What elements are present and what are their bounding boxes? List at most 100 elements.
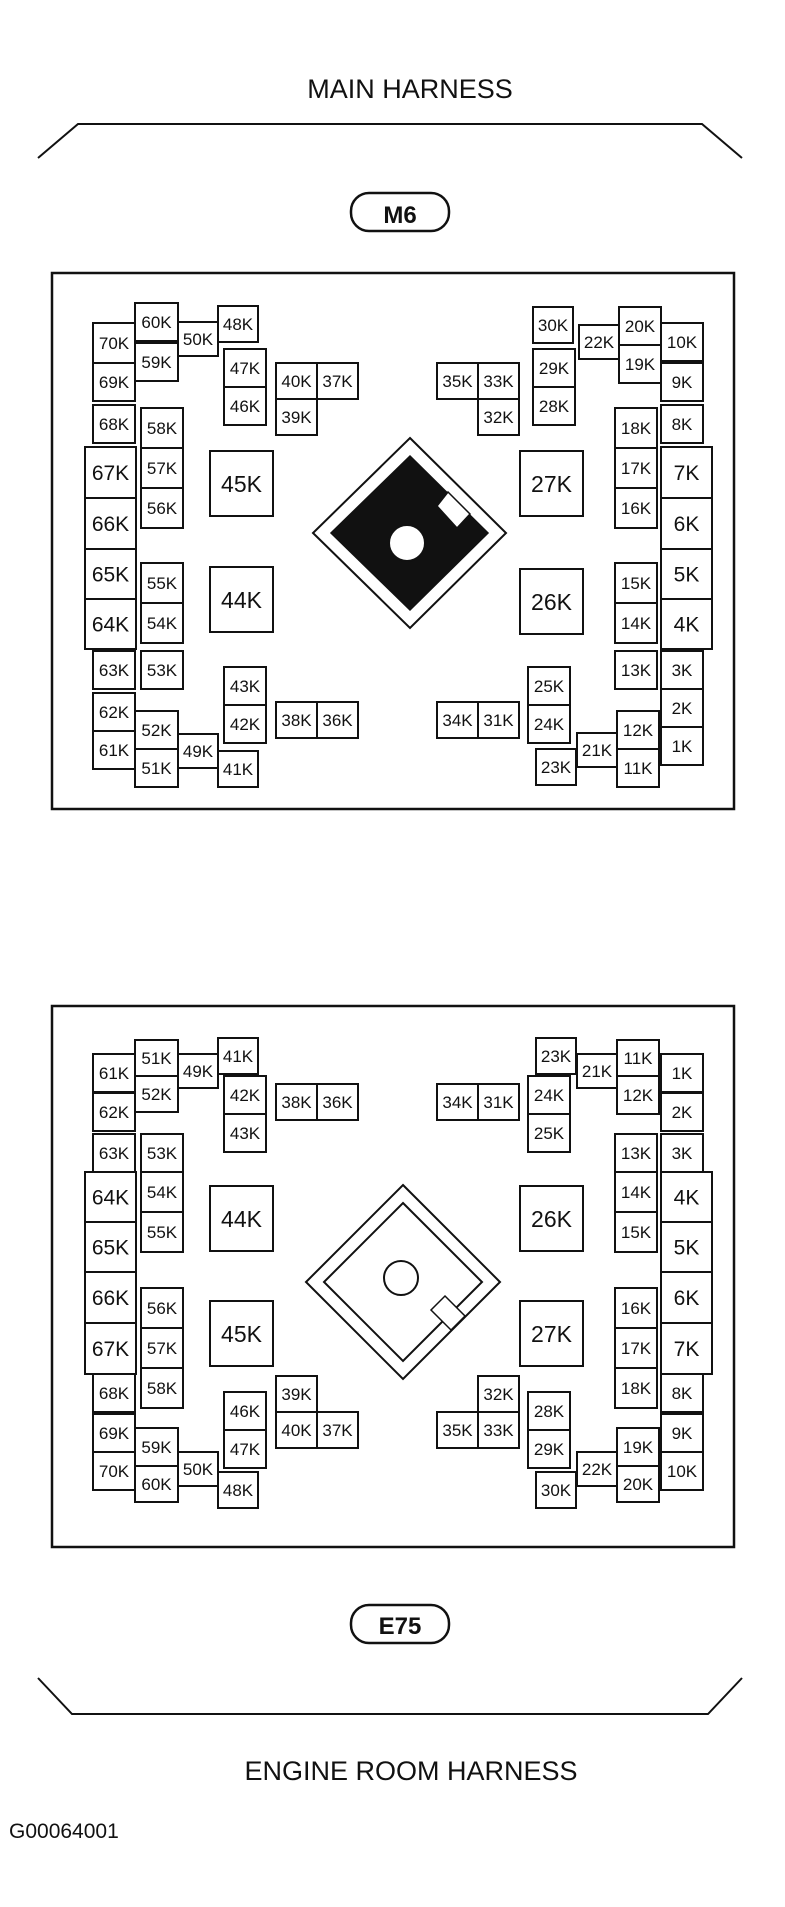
terminal-20k: 20K	[618, 306, 662, 346]
terminal-48k: 48K	[217, 1471, 259, 1509]
terminal-box	[223, 1429, 267, 1469]
terminal-label: 50K	[183, 1460, 214, 1479]
terminal-33k: 33K	[477, 362, 520, 400]
terminal-19k: 19K	[618, 344, 662, 384]
terminal-label: 32K	[483, 1385, 514, 1404]
terminal-label: 45K	[221, 1321, 263, 1347]
terminal-box	[436, 1411, 479, 1449]
terminal-41k: 41K	[217, 750, 259, 788]
terminal-label: 59K	[141, 353, 172, 372]
terminal-label: 20K	[623, 1475, 654, 1494]
terminal-box	[660, 548, 713, 600]
terminal-box	[527, 1113, 571, 1153]
terminal-26k: 26K	[519, 568, 584, 635]
terminal-box	[535, 1471, 577, 1509]
terminal-63k: 63K	[92, 1133, 136, 1173]
terminal-label: 34K	[442, 711, 473, 730]
terminal-63k: 63K	[92, 650, 136, 690]
terminal-59k: 59K	[134, 342, 179, 382]
terminal-box	[477, 398, 520, 436]
terminal-60k: 60K	[134, 1465, 179, 1503]
terminal-box	[436, 701, 479, 739]
terminal-label: 5K	[674, 1237, 700, 1260]
terminal-label: 40K	[281, 372, 312, 391]
terminal-label: 65K	[92, 1237, 129, 1260]
terminal-47k: 47K	[223, 348, 267, 388]
terminal-label: 21K	[582, 741, 613, 760]
terminal-16k: 16K	[614, 487, 658, 529]
terminal-12k: 12K	[616, 1075, 660, 1115]
terminal-label: 36K	[322, 1093, 353, 1112]
terminal-box	[616, 1465, 660, 1503]
terminal-56k: 56K	[140, 1287, 184, 1329]
terminal-label: 18K	[621, 419, 652, 438]
terminal-label: 54K	[147, 1183, 178, 1202]
terminal-label: 9K	[672, 1424, 693, 1443]
terminal-box	[527, 666, 571, 706]
terminal-20k: 20K	[616, 1465, 660, 1503]
terminal-box	[614, 1327, 658, 1369]
terminal-box	[477, 1375, 520, 1413]
terminal-label: 14K	[621, 1183, 652, 1202]
terminal-47k: 47K	[223, 1429, 267, 1469]
terminal-34k: 34K	[436, 701, 479, 739]
terminal-label: 58K	[147, 419, 178, 438]
terminal-label: 19K	[623, 1438, 654, 1457]
connector-m6-badge	[349, 191, 451, 233]
terminal-41k: 41K	[217, 1037, 259, 1075]
engine-room-harness-title: ENGINE ROOM HARNESS	[244, 1756, 577, 1786]
terminal-label: 7K	[674, 1338, 700, 1361]
terminal-label: 8K	[672, 415, 693, 434]
terminal-box	[223, 1113, 267, 1153]
terminal-box	[616, 748, 660, 788]
terminal-label: 31K	[483, 1093, 514, 1112]
terminal-39k: 39K	[275, 1375, 318, 1413]
terminal-box	[140, 602, 184, 644]
terminal-box	[84, 1171, 137, 1223]
terminal-label: 12K	[623, 721, 654, 740]
terminal-box	[614, 602, 658, 644]
terminal-box	[177, 733, 219, 769]
terminal-label: 42K	[230, 715, 261, 734]
terminal-5k: 5K	[660, 1221, 713, 1273]
terminal-label: 35K	[442, 372, 473, 391]
terminal-label: 56K	[147, 1299, 178, 1318]
main-harness-title: MAIN HARNESS	[307, 74, 513, 104]
terminal-box	[660, 446, 713, 499]
terminal-5k: 5K	[660, 548, 713, 600]
terminal-label: 27K	[531, 1321, 573, 1347]
terminal-39k: 39K	[275, 398, 318, 436]
terminal-9k: 9K	[660, 362, 704, 402]
terminal-label: 2K	[672, 699, 693, 718]
terminal-42k: 42K	[223, 704, 267, 744]
terminal-13k: 13K	[614, 650, 658, 690]
terminal-11k: 11K	[616, 1039, 660, 1077]
terminal-58k: 58K	[140, 1367, 184, 1409]
terminal-box	[92, 1451, 136, 1491]
terminal-box	[616, 1075, 660, 1115]
terminal-label: 48K	[223, 1481, 254, 1500]
terminal-27k: 27K	[519, 1300, 584, 1367]
terminal-box	[140, 562, 184, 604]
terminal-46k: 46K	[223, 386, 267, 426]
terminal-2k: 2K	[660, 688, 704, 728]
terminal-label: 29K	[534, 1440, 565, 1459]
terminal-box	[660, 362, 704, 402]
terminal-box	[614, 1287, 658, 1329]
terminal-label: 64K	[92, 1187, 129, 1210]
terminal-25k: 25K	[527, 666, 571, 706]
terminal-box	[140, 487, 184, 529]
terminal-label: 70K	[99, 1462, 130, 1481]
terminal-label: 41K	[223, 1047, 254, 1066]
terminal-55k: 55K	[140, 562, 184, 604]
terminal-54k: 54K	[140, 602, 184, 644]
terminal-51k: 51K	[134, 1039, 179, 1077]
terminal-18k: 18K	[614, 1367, 658, 1409]
terminal-box	[177, 1451, 219, 1487]
terminal-30k: 30K	[532, 306, 574, 344]
terminal-label: 3K	[672, 661, 693, 680]
terminal-label: 45K	[221, 471, 263, 497]
